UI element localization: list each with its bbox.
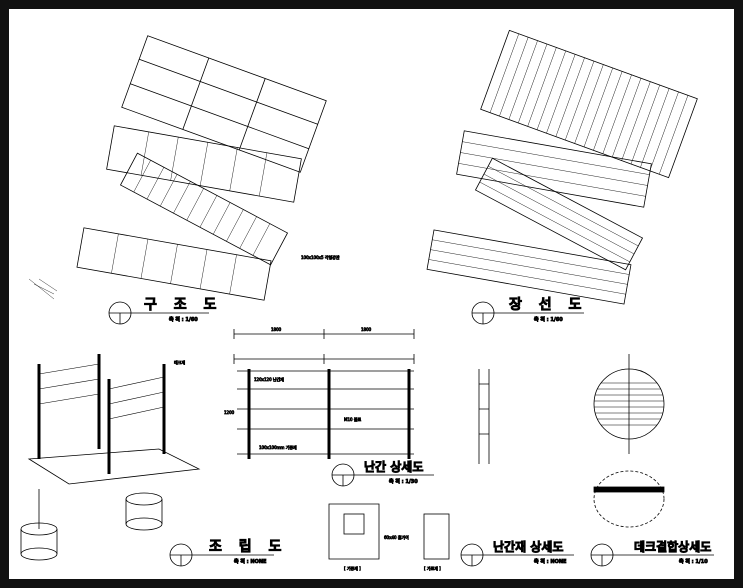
drawing-title: 난간 상세도 [364, 459, 423, 474]
drawing-title: 장 선 도 [509, 296, 587, 313]
cad-drawing: 구 조 도 축 척 : 1/60 장 선 도 축 척 : 1/60 조 립 도 … [20, 29, 714, 571]
assembly-drawing [20, 354, 201, 561]
drawing-sheet: 구 조 도 축 척 : 1/60 장 선 도 축 척 : 1/60 조 립 도 … [9, 9, 734, 579]
note-post: 100x100mm 기둥재 [259, 444, 297, 450]
title-block-2: 장 선 도 축 척 : 1/60 [471, 296, 587, 325]
dimension-label: 1800 [271, 327, 282, 332]
drawing-title: 구 조 도 [144, 297, 222, 313]
deck-joint-drawing [593, 354, 665, 528]
drawing-scale: 축 척 : NONE [234, 558, 267, 565]
drawing-title: 데크결합상세도 [634, 539, 711, 554]
structure-plan-drawing [28, 35, 327, 301]
drawing-title: 난간재 상세도 [493, 539, 563, 554]
dimension-label: 1800 [361, 327, 372, 332]
note-bolt: M10 볼트 [344, 416, 361, 422]
note-section: 60x40 홈가이 [384, 534, 409, 540]
finish-plan-drawing [426, 29, 698, 305]
drawing-title: 조 립 도 [209, 539, 287, 555]
railing-member-section [328, 503, 450, 560]
note-deck: 데크재 [174, 359, 185, 365]
section-label: [ 가로재 ] [424, 565, 441, 571]
drawing-scale: 축 척 : 1/60 [534, 316, 563, 323]
drawing-scale: 축 척 : NONE [534, 558, 567, 565]
note-handrail: 120x120 난간재 [254, 376, 284, 382]
dimension-label: 1200 [224, 410, 235, 415]
railing-detail-drawing [233, 329, 490, 464]
title-block-4: 난간 상세도 축 척 : 1/30 [331, 459, 434, 487]
title-block-5: 난간재 상세도 축 척 : NONE [460, 539, 574, 567]
title-block-3: 조 립 도 축 척 : NONE [169, 539, 287, 567]
title-block-1: 구 조 도 축 척 : 1/60 [108, 297, 222, 325]
drawing-scale: 축 척 : 1/60 [169, 316, 198, 323]
section-label: [ 기둥재 ] [344, 565, 361, 571]
drawing-scale: 축 척 : 1/10 [679, 558, 708, 565]
title-block-6: 데크결합상세도 축 척 : 1/10 [590, 539, 714, 567]
note-joist: 100x100x5 각형강관 [301, 254, 340, 260]
drawing-scale: 축 척 : 1/30 [389, 478, 418, 485]
